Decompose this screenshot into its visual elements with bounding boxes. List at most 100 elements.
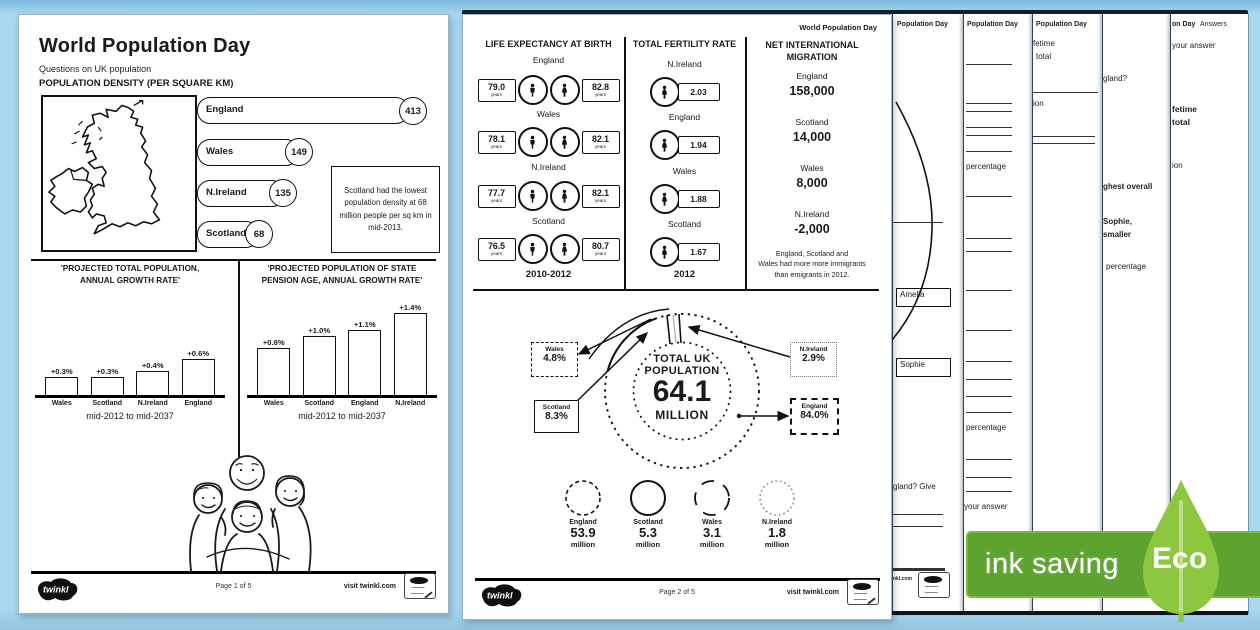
category-label: Scotland [92, 400, 123, 407]
fertility-row: 1.94 [624, 130, 745, 160]
scotland-note: Scotland had the lowest population densi… [331, 166, 440, 253]
answer-line [966, 330, 1012, 331]
answer-line [1032, 92, 1098, 93]
answer-line [893, 526, 943, 527]
stack-text-fragment: percentage [1106, 262, 1147, 271]
answer-line [966, 477, 1012, 478]
hidden-page-arc [892, 101, 933, 341]
female-icon [549, 75, 580, 105]
fertility-period: 2012 [673, 269, 696, 280]
bar: +1.4% [392, 303, 428, 395]
answer-line [893, 514, 943, 515]
fertility-value-box: 1.94 [677, 136, 720, 154]
region-label: England [668, 112, 701, 122]
twinkl-logo: twinkl [37, 578, 78, 601]
answer-line [893, 568, 945, 571]
bar: +0.3% [44, 367, 80, 395]
stack-text-fragment: gland? [1103, 74, 1128, 83]
life-expectancy-period: 2010-2012 [525, 269, 572, 280]
category-label: Wales [263, 400, 284, 407]
uk-map-outline [48, 99, 161, 235]
answer-line [893, 222, 943, 223]
hidden-page-edge [1032, 14, 1103, 614]
column-divider [624, 37, 626, 290]
female-icon [649, 77, 680, 107]
svg-text:twinkl: twinkl [43, 585, 69, 595]
migration-value: 14,000 [792, 130, 832, 144]
x-axis [35, 395, 225, 398]
density-value-scotland: 68 [245, 220, 273, 248]
twinkl-logo: twinkl [481, 584, 522, 607]
density-value-nireland: 135 [269, 179, 297, 207]
fertility-value-box: 1.88 [677, 190, 720, 208]
page-subtitle: Questions on UK population [39, 64, 152, 74]
stack-text-fragment: ion [1172, 161, 1183, 170]
ink-saving-label: ink saving [985, 548, 1119, 580]
bar: +0.6% [180, 349, 216, 395]
answer-line [1032, 136, 1095, 137]
migration-value: 8,000 [796, 176, 828, 190]
stack-text-fragment: on Day [1172, 21, 1196, 28]
density-value-wales: 149 [285, 138, 313, 166]
stack-text-fragment: Answers [1200, 21, 1227, 28]
page-header: World Population Day [799, 23, 877, 32]
stack-text-fragment: Population Day [967, 21, 1018, 28]
worksheet-page-1: World Population Day Questions on UK pop… [18, 14, 449, 614]
stack-text-fragment: ion [1033, 99, 1044, 108]
category-label: England [350, 400, 379, 407]
name-box: Amelia [896, 288, 951, 307]
answer-line [966, 127, 1012, 128]
fertility-title: TOTAL FERTILITY RATE [632, 39, 737, 49]
answer-line [966, 290, 1012, 291]
bar: +0.3% [89, 367, 125, 395]
stack-text-fragment: percentage [966, 162, 1007, 171]
density-heading: POPULATION DENSITY (PER SQUARE KM) [39, 78, 234, 89]
stack-text-fragment: gland? Give [893, 482, 936, 491]
population-donut-chart [574, 308, 791, 469]
region-label: N.Ireland [794, 209, 830, 219]
density-bar-england: England [197, 97, 409, 124]
visit-link: visit twinkl.com [343, 583, 396, 590]
female-icon [649, 130, 680, 160]
female-icon [549, 127, 580, 157]
donut-center-label: TOTAL UK POPULATION 64.1 MILLION [612, 353, 752, 422]
density-value-england: 413 [399, 97, 427, 125]
stack-text-fragment: ghest overall [1103, 182, 1153, 191]
answer-line [966, 111, 1012, 112]
category-label: Scotland [304, 400, 335, 407]
region-label: Wales [536, 109, 561, 119]
stack-text-fragment: fetime [1033, 39, 1055, 48]
fertility-row: 1.88 [624, 184, 745, 214]
region-label: Wales [800, 163, 824, 173]
family-illustration [189, 455, 312, 572]
fertility-row: 2.03 [624, 77, 745, 107]
twinkl-quality-badge [404, 573, 436, 599]
bar: +1.0% [301, 326, 337, 395]
growth-chart-total-population: 'PROJECTED TOTAL POPULATION,ANNUAL GROWT… [31, 263, 229, 421]
answer-line [966, 64, 1012, 65]
answer-line [966, 103, 1012, 104]
answer-line [966, 251, 1012, 252]
male-icon [517, 234, 548, 264]
total-population-value: 64.1 [652, 375, 712, 408]
